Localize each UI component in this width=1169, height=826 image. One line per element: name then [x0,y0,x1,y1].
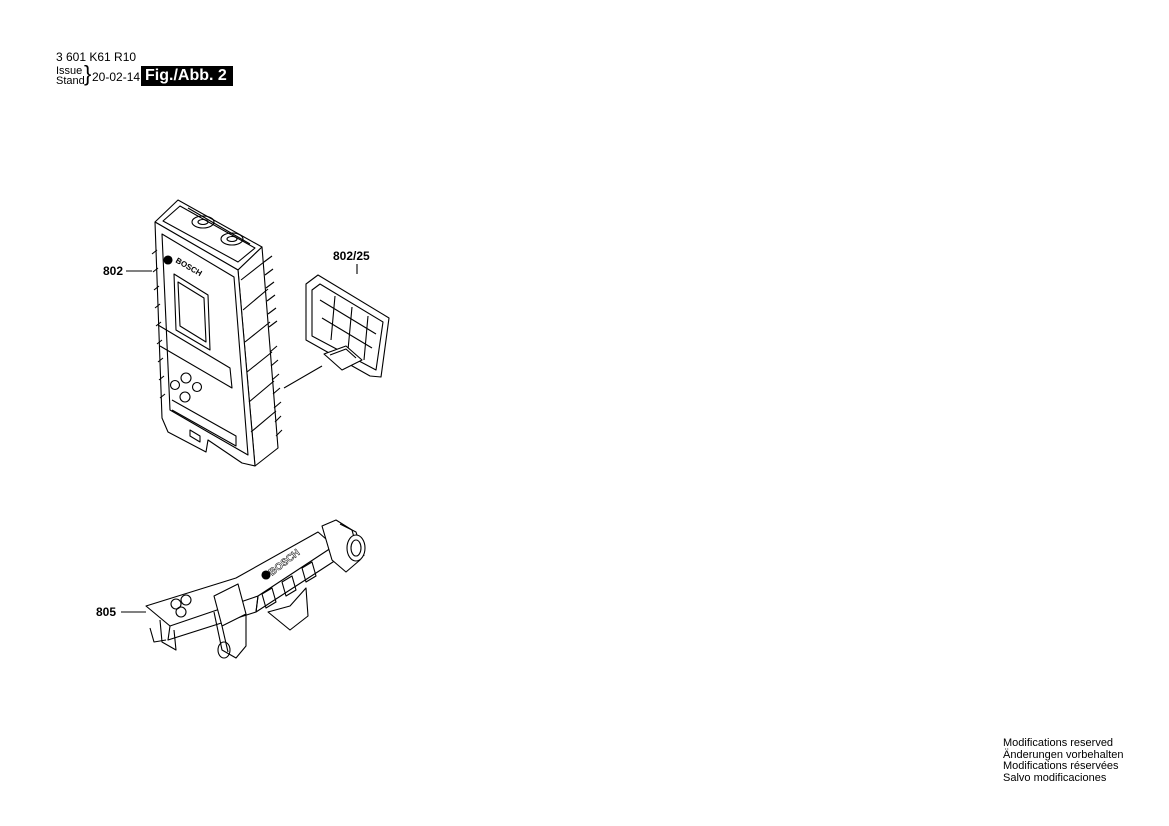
modifications-line-es: Salvo modificaciones [1003,771,1107,784]
part-number: 3 601 K61 R10 [56,50,137,64]
modifications-note: Modifications reserved Änderungen vorbeh… [1003,737,1124,784]
modifications-line-en: Modifications reserved [1003,737,1114,749]
issue-stand-labels: Issue Stand [56,65,85,87]
issue-date: 20-02-14 [92,70,141,84]
modifications-line-de: Änderungen vorbehalten [1003,748,1124,761]
stand-label: Stand [56,75,85,87]
callout-802-25: 802/25 [333,249,370,263]
leader-802-25 [283,365,323,389]
callout-802: 802 [103,264,124,278]
battery-cover-802-25 [305,274,390,378]
callout-805: 805 [96,605,117,619]
brace-glyph: } [84,61,92,86]
holder-805 [145,519,366,659]
modifications-line-fr: Modifications réservées [1003,760,1119,772]
figure-badge: Fig./Abb. 2 [141,66,233,86]
receiver-802 [151,199,283,467]
issue-label: Issue [56,65,83,77]
